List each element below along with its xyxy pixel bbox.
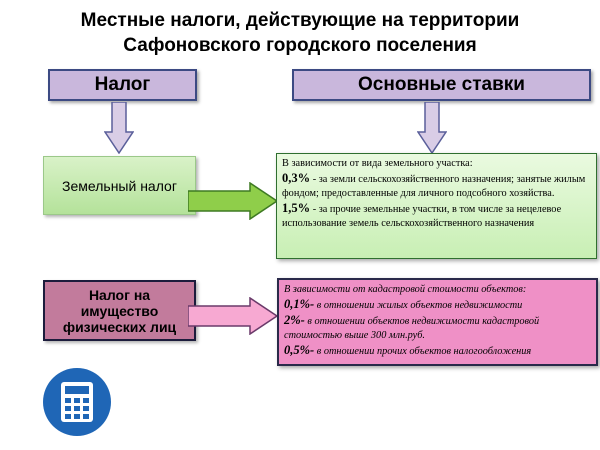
property-rate-2-text: в отношении объектов недвижимости кадаст… (284, 316, 540, 341)
land-rates-intro: В зависимости от вида земельного участка… (282, 158, 473, 169)
land-tax-rates-box: В зависимости от вида земельного участка… (276, 153, 597, 259)
property-rate-1-text: в отношении жилых объектов недвижимости (314, 300, 523, 311)
land-rate-2: 1,5% (282, 201, 311, 215)
property-rate-3: 0,5%- (284, 343, 315, 357)
rates-column-header: Основные ставки (292, 69, 591, 101)
right-arrow-property (188, 297, 278, 335)
property-rate-1: 0,1%- (284, 297, 315, 311)
property-rates-intro: В зависимости от кадастровой стоимости о… (284, 284, 527, 295)
down-arrow-tax (104, 102, 134, 154)
right-arrow-land (188, 182, 278, 220)
tax-column-header: Налог (48, 69, 197, 101)
land-rate-1-text: - за земли сельскохозяйственного назначе… (282, 174, 586, 199)
page-title: Местные налоги, действующие на территори… (0, 8, 600, 58)
land-tax-box: Земельный налог (43, 156, 196, 215)
land-rate-2-text: - за прочие земельные участки, в том чис… (282, 204, 562, 229)
calculator-icon (43, 368, 111, 436)
land-rate-1: 0,3% (282, 171, 311, 185)
property-tax-box: Налог на имущество физических лиц (43, 280, 196, 341)
property-rate-2: 2%- (284, 313, 305, 327)
down-arrow-rates (417, 102, 447, 154)
title-line-2: Сафоновского городского поселения (123, 35, 477, 56)
title-line-1: Местные налоги, действующие на территори… (80, 10, 520, 31)
property-tax-rates-box: В зависимости от кадастровой стоимости о… (277, 278, 598, 366)
property-rate-3-text: в отношении прочих объектов налогообложе… (314, 346, 532, 357)
